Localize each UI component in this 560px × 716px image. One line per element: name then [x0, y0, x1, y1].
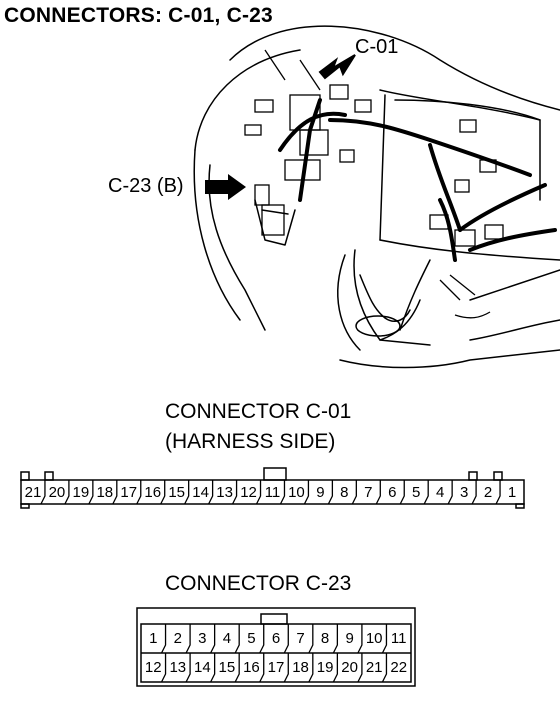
- connector-c23-pin: 11: [390, 630, 407, 647]
- pin-divider: [160, 653, 167, 683]
- connector-c01-pin: 11: [264, 484, 281, 501]
- pin-divider: [255, 480, 262, 505]
- pin-divider: [495, 480, 501, 505]
- pin-divider: [351, 480, 357, 505]
- pin-divider: [160, 480, 166, 505]
- pin-divider: [471, 480, 477, 505]
- connector-c01-pin: 18: [96, 484, 114, 501]
- pin-divider: [327, 480, 334, 505]
- pin-divider: [88, 480, 94, 505]
- connector-c23-pin: 7: [296, 630, 305, 647]
- pin-divider: [332, 624, 339, 654]
- pin-divider: [308, 653, 314, 683]
- connector-c23-pin: 1: [149, 630, 158, 647]
- pin-divider: [160, 624, 167, 654]
- pin-divider: [40, 480, 46, 505]
- connector-c23-pin: 5: [247, 630, 256, 647]
- connector-c23-pin: 18: [292, 659, 309, 676]
- pin-divider: [381, 653, 388, 683]
- connector-c23-pin: 8: [320, 630, 330, 647]
- connector-c01-pin: 8: [340, 484, 349, 501]
- pin-divider: [234, 624, 240, 654]
- connector-c23-pin: 15: [218, 659, 236, 676]
- pin-divider: [423, 480, 429, 505]
- pin-divider: [64, 480, 70, 505]
- connector-c01-pin: 13: [216, 484, 233, 501]
- pin-divider: [279, 480, 286, 505]
- connector-c23-pin: 19: [316, 659, 334, 676]
- connector-c23-pin: 22: [390, 659, 408, 676]
- connector-c01-pin: 21: [24, 484, 42, 501]
- pin-divider: [112, 480, 118, 505]
- pin-divider: [185, 653, 191, 683]
- pin-divider: [136, 480, 142, 505]
- pin-divider: [210, 624, 216, 654]
- pin-divider: [231, 480, 238, 505]
- pin-divider: [308, 624, 314, 654]
- connector-c01-pin: 17: [120, 484, 138, 501]
- pin-divider: [375, 480, 381, 505]
- connector-c01-pin: 1: [507, 484, 517, 501]
- connector-c23-pin: 10: [365, 630, 383, 647]
- connector-c01-pin: 2: [483, 484, 493, 501]
- connector-c23-pin: 20: [341, 659, 358, 676]
- pin-divider: [357, 624, 363, 654]
- pin-divider: [357, 653, 363, 683]
- connector-c23-pin: 14: [194, 659, 211, 676]
- pin-divider: [399, 480, 405, 505]
- connector-c01-pin: 3: [459, 484, 469, 501]
- connector-c01-pin: 16: [144, 484, 162, 501]
- pin-divider: [208, 480, 214, 505]
- pin-divider: [381, 624, 388, 654]
- connector-c01-pin: 14: [192, 484, 209, 501]
- pin-divider: [184, 480, 190, 505]
- connector-c01-subtitle: (HARNESS SIDE): [165, 430, 336, 453]
- connector-c01-pin: 7: [364, 484, 373, 501]
- connector-c23-pin: 2: [173, 630, 182, 647]
- connector-c23-pin: 21: [365, 659, 383, 676]
- connector-c01-title: CONNECTOR C-01: [165, 400, 352, 423]
- connector-c01-pin: 4: [435, 484, 445, 501]
- connector-c01-pin: 6: [388, 484, 397, 501]
- connector-c23-pin: 16: [243, 659, 260, 676]
- connector-c23-pin: 3: [198, 630, 207, 647]
- pin-divider: [210, 653, 216, 683]
- pin-divider: [283, 653, 289, 683]
- page-title: CONNECTORS: C-01, C-23: [4, 4, 273, 27]
- connector-c01-pin: 5: [412, 484, 421, 501]
- connector-c23-pin: 13: [169, 659, 187, 676]
- connector-c01-pin: 20: [48, 484, 66, 501]
- connector-c23-pin: 9: [345, 630, 354, 647]
- pin-divider: [234, 653, 240, 683]
- pin-divider: [283, 624, 289, 654]
- connector-c23-pin: 12: [144, 659, 162, 676]
- connector-c01-pin: 19: [72, 484, 90, 501]
- pin-divider: [332, 653, 339, 683]
- connector-c23-pin: 17: [267, 659, 285, 676]
- callout-c01-label: C-01: [355, 36, 399, 58]
- connector-c01-pin: 9: [316, 484, 325, 501]
- connector-c01-pin: 10: [288, 484, 305, 501]
- pin-divider: [303, 480, 310, 505]
- pin-divider: [259, 624, 265, 654]
- pin-divider: [185, 624, 191, 654]
- connector-c23-pin: 4: [222, 630, 232, 647]
- connector-c01-pin: 15: [168, 484, 186, 501]
- connector-c23-pin: 6: [271, 630, 281, 647]
- connector-c01-pin: 12: [240, 484, 257, 501]
- connector-c23-title: CONNECTOR C-23: [165, 572, 352, 595]
- pin-divider: [259, 653, 265, 683]
- callout-c23-label: C-23 (B): [108, 175, 184, 197]
- pin-divider: [447, 480, 453, 505]
